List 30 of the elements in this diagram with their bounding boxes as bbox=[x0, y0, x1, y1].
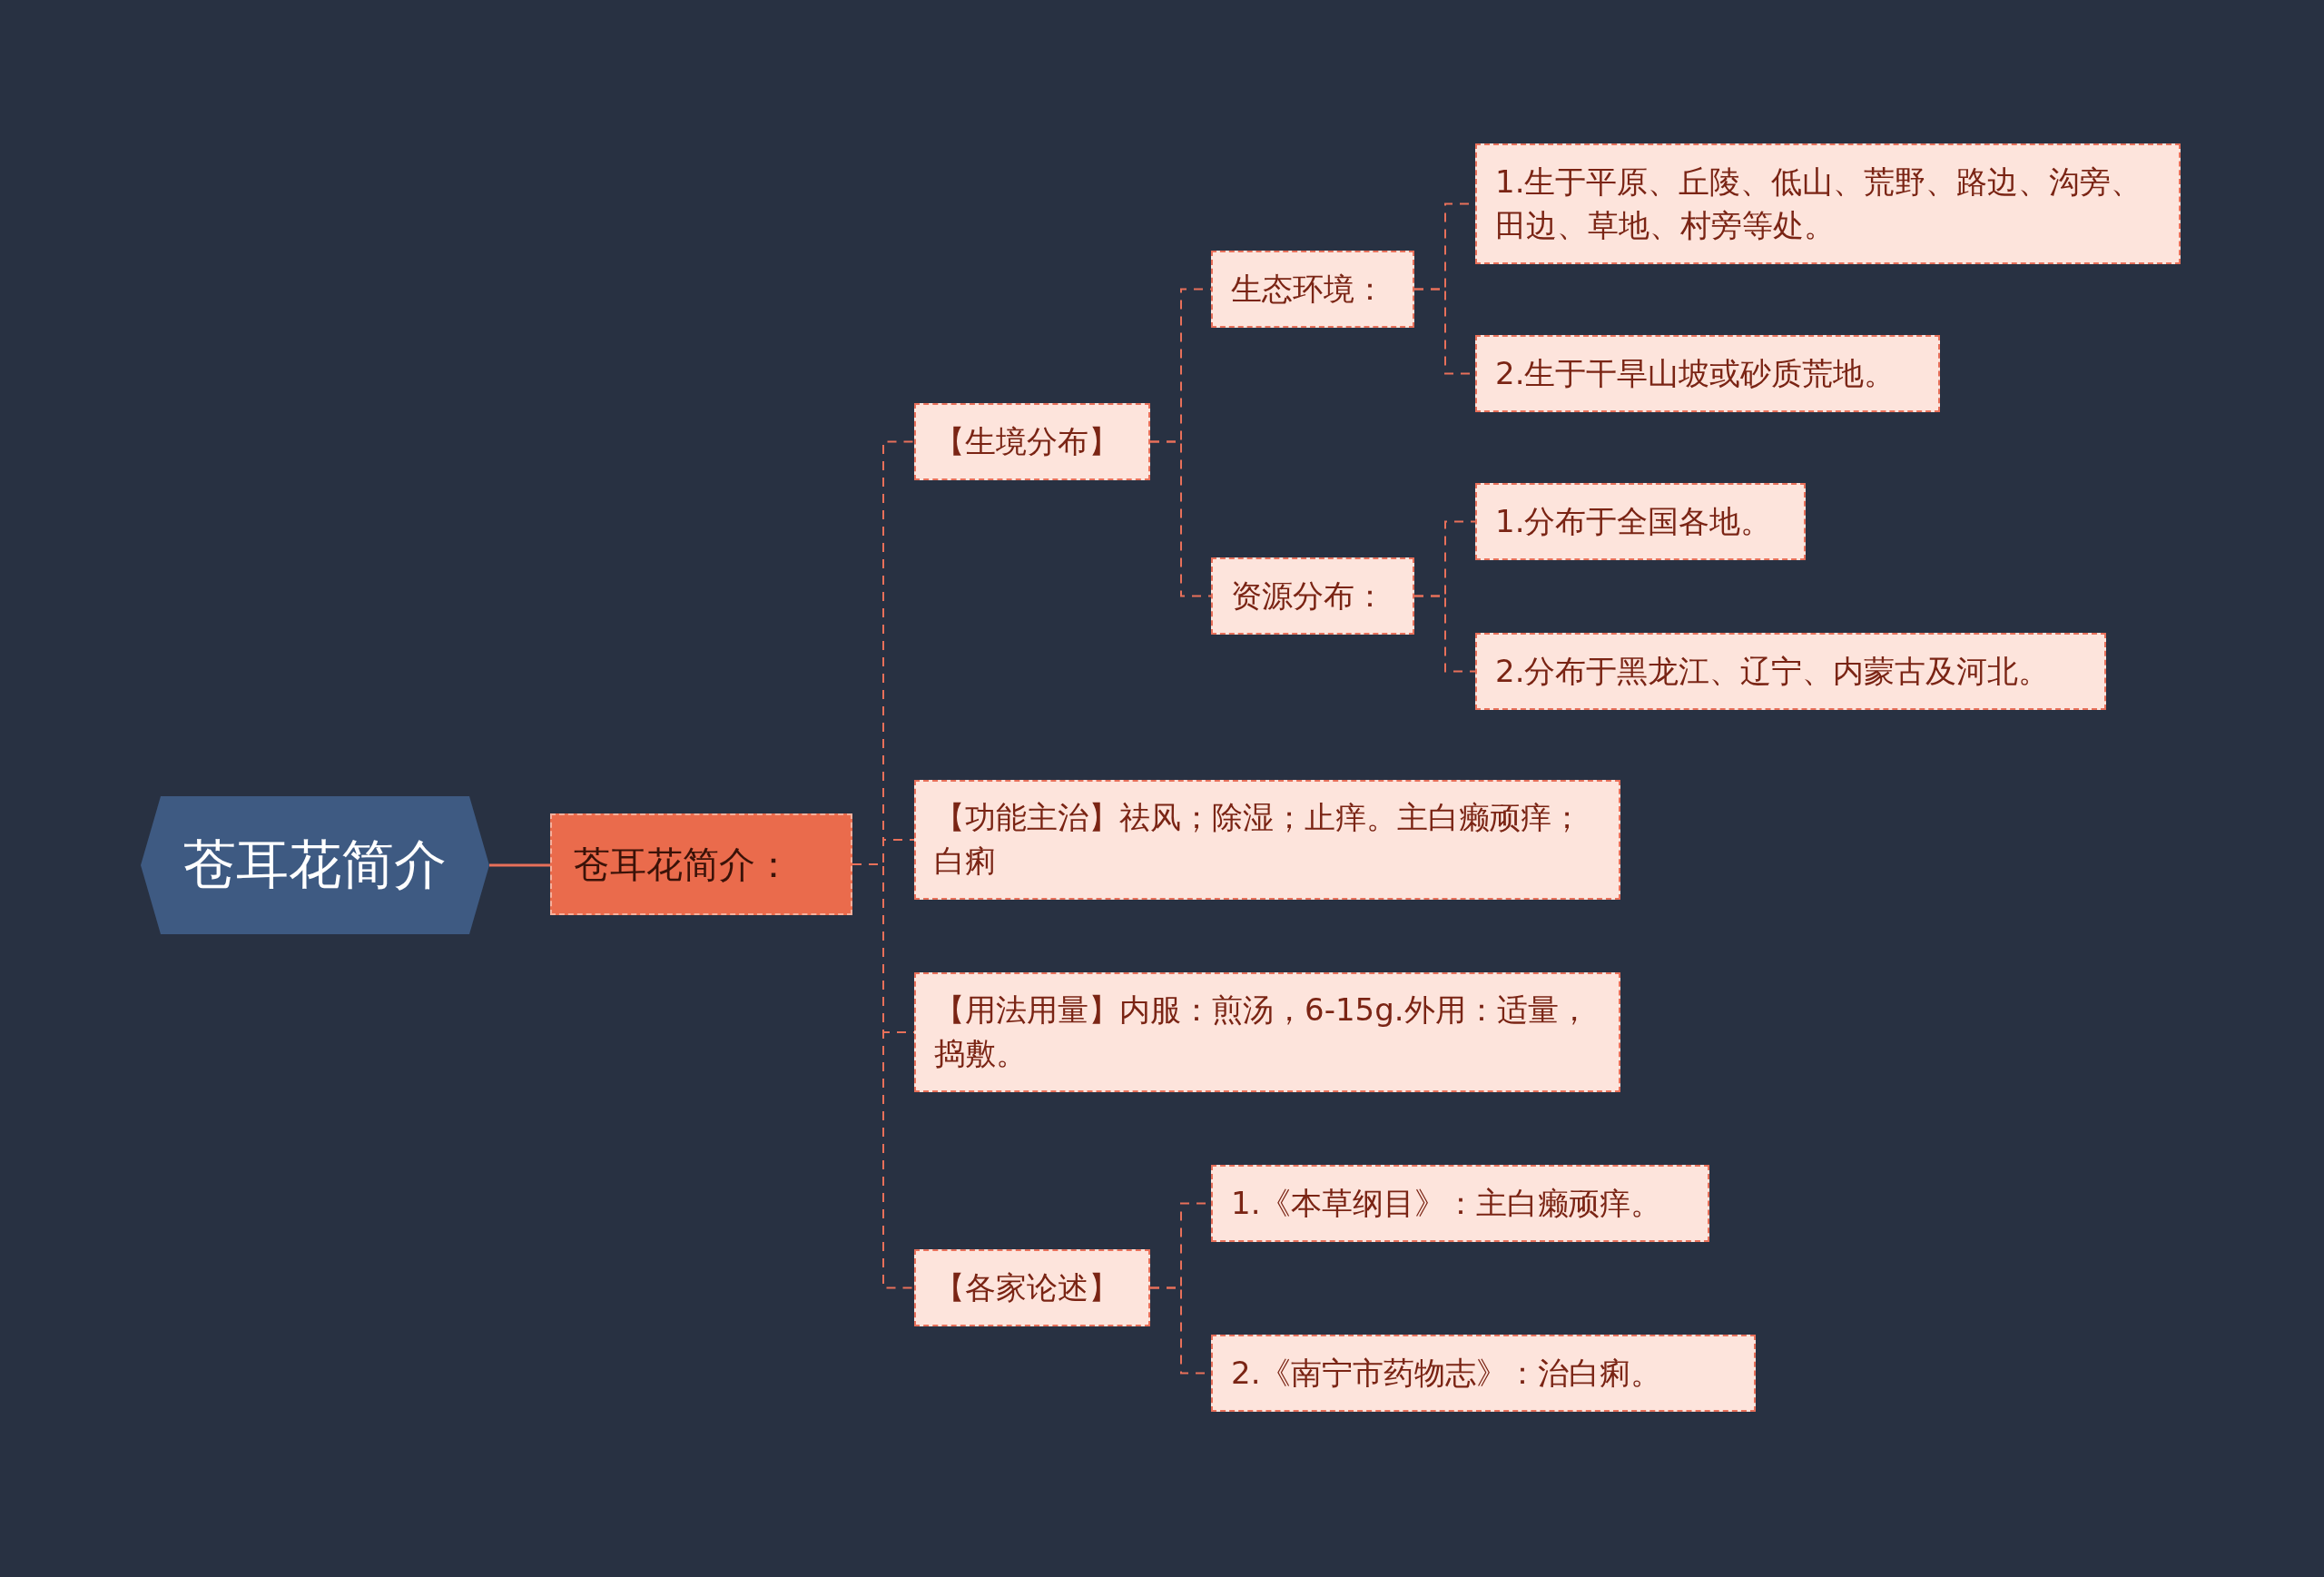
subtopic-box bbox=[1475, 483, 1806, 560]
topic-text: 1.生于平原、丘陵、低山、荒野、路边、沟旁、田边、草地、村旁等处。 bbox=[1495, 162, 2143, 245]
subtopic-box bbox=[1475, 335, 1940, 412]
topic-text: 2.《南宁市药物志》：治白痢。 bbox=[1231, 1353, 1662, 1393]
connector-line bbox=[489, 863, 550, 867]
subtopic-box bbox=[914, 1249, 1150, 1326]
subtopic-box bbox=[1475, 633, 2106, 710]
topic-text: 【用法用量】内服：煎汤，6-15g.外用：适量，捣敷。 bbox=[934, 991, 1590, 1073]
topic-text: 生态环境： bbox=[1231, 269, 1385, 309]
subtopic-box bbox=[914, 780, 1620, 900]
topic-text: 【生境分布】 bbox=[934, 421, 1119, 461]
topic-text: 【各家论述】 bbox=[934, 1267, 1119, 1307]
topic-text: 1.《本草纲目》：主白癞顽痒。 bbox=[1231, 1183, 1662, 1223]
topic-text: 2.分布于黑龙江、辽宁、内蒙古及河北。 bbox=[1495, 651, 2050, 691]
connector-line bbox=[1413, 595, 1476, 673]
topic-text: 【功能主治】祛风；除湿；止痒。主白癞顽痒；白痢 bbox=[934, 798, 1583, 881]
topic-box bbox=[550, 813, 852, 915]
subtopic-box bbox=[1211, 1165, 1709, 1242]
subtopic-box bbox=[1211, 251, 1414, 328]
subtopic-box bbox=[914, 972, 1620, 1092]
connector-line bbox=[1149, 440, 1212, 597]
topic-text: 2.生于干旱山坡或砂质荒地。 bbox=[1495, 353, 1896, 393]
subtopic-box bbox=[914, 403, 1150, 480]
subtopic-box bbox=[1211, 1335, 1756, 1412]
topic-text: 1.分布于全国各地。 bbox=[1495, 501, 1772, 541]
subtopic-box bbox=[1211, 557, 1414, 635]
subtopic-box bbox=[1475, 143, 2181, 264]
root-title: 苍耳花简介 bbox=[183, 833, 447, 897]
topic-text: 资源分布： bbox=[1231, 576, 1385, 616]
topic-text: 苍耳花简介： bbox=[574, 842, 792, 887]
